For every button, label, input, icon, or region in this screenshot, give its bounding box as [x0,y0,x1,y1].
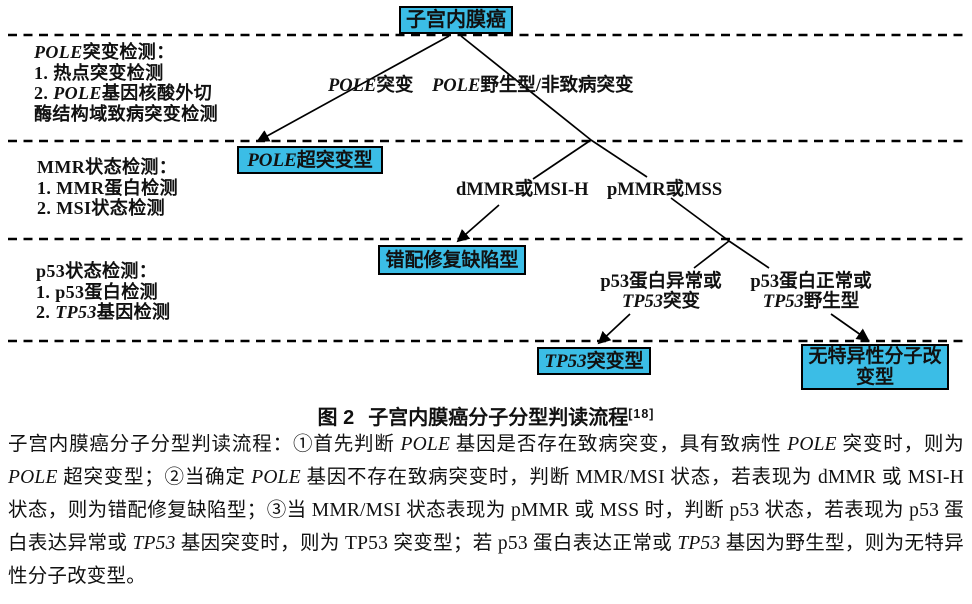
connector-lines [8,33,964,345]
figure-title: 子宫内膜癌分子分型判读流程 [368,407,629,429]
edge-split-to-dmmr-label [532,139,592,180]
p53-test-line-2: 1. p53蛋白检测 [36,281,159,302]
node-endometrial-cancer: 子宫内膜癌 [399,6,513,34]
edge-dmmr-to-mmrd-box [456,204,500,243]
figure-number: 图 2 [317,407,355,429]
node-mismatch-repair-deficient: 错配修复缺陷型 [378,245,526,275]
edge-label-p53-normal: p53蛋白正常或 TP53野生型 [742,272,880,312]
figure-caption: 图 2 子宫内膜癌分子分型判读流程[18] [0,401,972,430]
edge-pmmr-to-p53-split [670,197,730,242]
edge-label-pole-wildtype: POLE野生型/非致病突变 [432,76,634,96]
p53-abnormal-line-2: TP53突变 [621,292,701,312]
edge-p53wt-to-nsmp-box [830,313,870,342]
edge-label-dmmr: dMMR或MSI-H [456,180,589,200]
mmr-test-line-2: 1. MMR蛋白检测 [37,177,178,198]
p53-test-line-3: 2. TP53基因检测 [36,302,171,323]
edge-root-to-pole-box [256,35,450,142]
edge-split-to-pmmr-label [590,139,648,178]
p53-abnormal-line-1: p53蛋白异常或 [600,272,722,292]
pole-test-label: POLE突变检测： 1. 热点突变检测 2. POLE基因核酸外切 酶结构域致病… [34,42,218,124]
mmr-test-line-1: MMR状态检测： [37,157,178,177]
edge-p53abn-to-tp53-box [597,313,631,345]
edge-label-pole-mutation: POLE突变 [328,76,414,96]
pole-test-line-3: 2. POLE基因核酸外切 [34,83,213,104]
edge-label-pmmr: pMMR或MSS [607,180,723,200]
edge-split-to-p53wt-label [728,240,770,269]
edge-split-to-p53abn-label [693,240,730,269]
p53-test-line-1: p53状态检测： [36,261,158,281]
mmr-test-line-3: 2. MSI状态检测 [37,198,166,219]
edge-label-p53-abnormal: p53蛋白异常或 TP53突变 [592,272,730,312]
node-no-specific-molecular-profile: 无特异性分子改变型 [801,344,949,390]
figure-reference: [18] [628,407,655,421]
p53-normal-line-2: TP53野生型 [762,292,860,312]
flow-diagram: POLE突变检测： 1. 热点突变检测 2. POLE基因核酸外切 酶结构域致病… [8,6,964,390]
edge-root-to-mmr-split [460,35,592,141]
p53-test-label: p53状态检测： 1. p53蛋白检测 2. TP53基因检测 [36,261,170,323]
pole-test-line-4: 酶结构域致病突变检测 [34,103,218,124]
mmr-test-label: MMR状态检测： 1. MMR蛋白检测 2. MSI状态检测 [37,157,178,219]
pole-test-line-2: 1. 热点突变检测 [34,62,164,83]
figure-description: 子宫内膜癌分子分型判读流程：①首先判断 POLE 基因是否存在致病突变，具有致病… [8,434,964,587]
pole-test-line-1: POLE突变检测： [34,42,175,62]
p53-normal-line-1: p53蛋白正常或 [750,272,872,292]
